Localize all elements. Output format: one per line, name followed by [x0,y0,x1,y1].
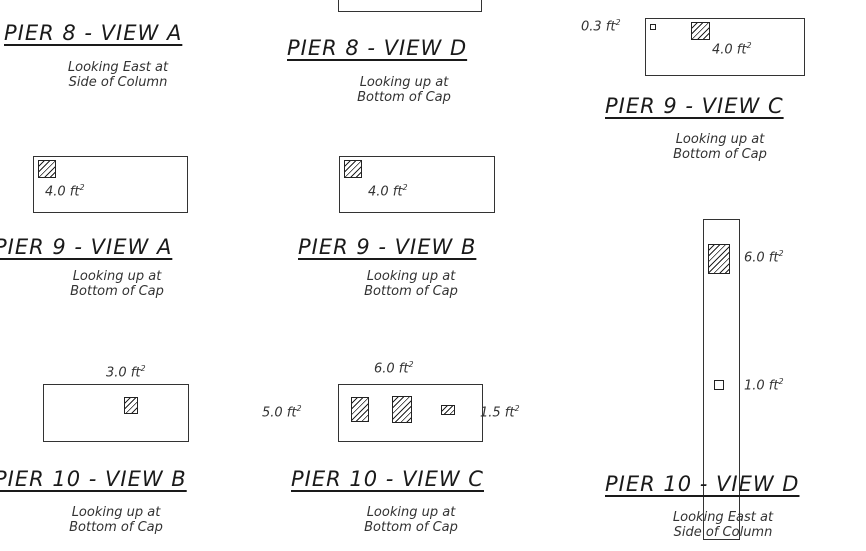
pier9-viewB-cap-outline [339,156,495,213]
caption-line: Bottom of Cap [69,520,163,535]
caption-line: Looking East at [67,60,169,75]
pier10-viewC-spall-3 [441,405,455,415]
pier10-viewB-caption: Looking up at Bottom of Cap [46,505,186,535]
pier10-viewC-caption: Looking up at Bottom of Cap [341,505,481,535]
pier9-viewC-spall [691,22,710,40]
pier9-viewC-caption: Looking up at Bottom of Cap [650,132,790,162]
caption-line: Bottom of Cap [70,284,164,299]
pier10-viewC-title: PIER 10 - VIEW C [291,467,484,491]
pier10-viewD-area-lower: 1.0 ft2 [744,377,784,394]
pier10-viewC-spall-2 [392,396,412,423]
caption-line: Looking up at [359,75,449,90]
pier10-viewB-spall [124,397,138,414]
pier9-viewB-spall [344,160,362,178]
pier9-viewC-area-small: 0.3 ft2 [581,18,621,35]
pier9-viewA-cap-outline [33,156,188,213]
caption-line: Bottom of Cap [364,520,458,535]
pier9-viewB-area: 4.0 ft2 [368,183,408,200]
pier10-viewB-area: 3.0 ft2 [106,364,146,381]
pier9-viewA-area: 4.0 ft2 [45,183,85,200]
caption-line: Looking up at [366,269,456,284]
caption-line: Bottom of Cap [357,90,451,105]
caption-line: Bottom of Cap [364,284,458,299]
pier8-viewD-cap-outline [338,0,482,12]
pier9-viewC-small-spall [650,24,656,30]
pier8-viewA-title: PIER 8 - VIEW A [4,21,183,45]
pier10-viewC-area-top: 6.0 ft2 [374,360,414,377]
pier10-viewC-area-right: 1.5 ft2 [480,404,520,421]
caption-line: Looking East at [672,510,774,525]
pier10-viewB-title: PIER 10 - VIEW B [0,467,187,491]
pier9-viewA-caption: Looking up at Bottom of Cap [47,269,187,299]
pier9-viewB-caption: Looking up at Bottom of Cap [341,269,481,299]
caption-line: Looking up at [72,269,162,284]
pier8-viewD-title: PIER 8 - VIEW D [287,36,468,60]
caption-line: Looking up at [675,132,765,147]
pier10-viewD-area-upper: 6.0 ft2 [744,249,784,266]
pier9-viewA-spall [38,160,56,178]
pier9-viewB-title: PIER 9 - VIEW B [298,235,477,259]
pier9-viewA-title: PIER 9 - VIEW A [0,235,173,259]
pier10-viewB-cap-outline [43,384,189,442]
pier10-viewD-caption: Looking East at Side of Column [653,510,793,540]
caption-line: Looking up at [366,505,456,520]
caption-line: Side of Column [68,75,168,90]
pier10-viewD-spall-lower [714,380,724,390]
pier9-viewC-cap-outline [645,18,805,76]
pier8-viewD-caption: Looking up at Bottom of Cap [334,75,474,105]
caption-line: Side of Column [673,525,773,540]
pier9-viewC-area-large: 4.0 ft2 [712,41,752,58]
pier8-viewA-caption: Looking East at Side of Column [48,60,188,90]
caption-line: Looking up at [71,505,161,520]
caption-line: Bottom of Cap [673,147,767,162]
pier10-viewD-title: PIER 10 - VIEW D [605,472,800,496]
pier10-viewC-spall-1 [351,397,369,422]
pier10-viewD-spall-upper [708,244,730,274]
pier9-viewC-title: PIER 9 - VIEW C [605,94,784,118]
pier10-viewC-area-left: 5.0 ft2 [262,404,302,421]
